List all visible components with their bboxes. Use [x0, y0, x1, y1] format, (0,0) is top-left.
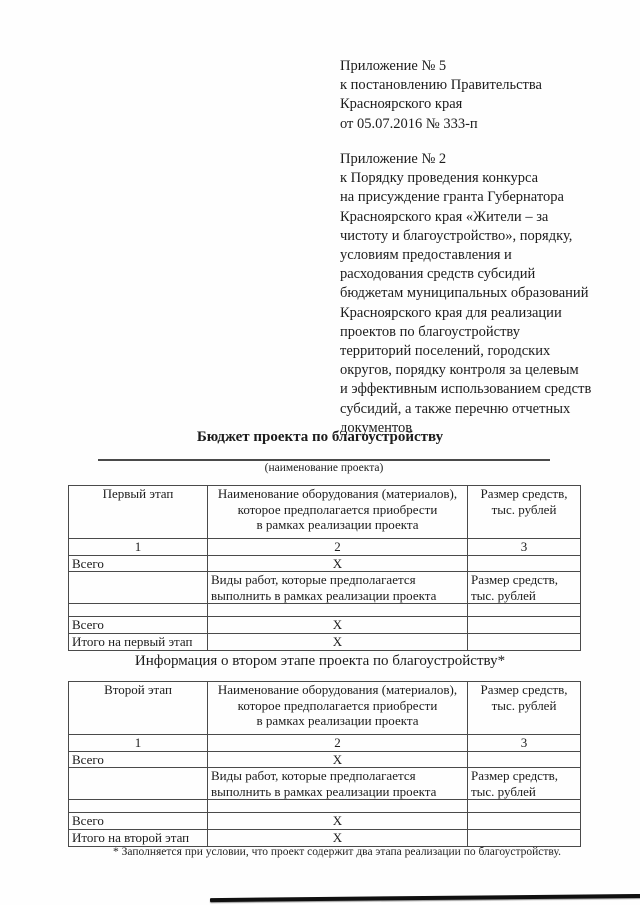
table-cell — [467, 799, 581, 814]
text-line: чистоту и благоустройство», порядку, — [340, 227, 573, 244]
table-cell: Итого на второй этап — [68, 828, 208, 847]
table-cell: Х — [207, 828, 468, 847]
table-cell: Всего — [68, 812, 208, 830]
text-line: условиям предоставления и — [340, 247, 512, 264]
table-row: Виды работ, которые предполагается выпол… — [68, 571, 581, 605]
appendix-reference-2: Приложение № 2 к Порядку проведения конку… — [340, 150, 630, 438]
table-cell: Наименование оборудования (материалов), … — [207, 681, 468, 735]
table-cell: Второй этап — [68, 681, 208, 735]
table-cell: Размер средств, тыс. рублей — [467, 485, 581, 539]
table-cell: Всего — [68, 554, 208, 573]
table-cell: 1 — [68, 538, 208, 556]
table-cell: Размер средств, тыс. рублей — [467, 767, 581, 801]
table-cell: Первый этап — [68, 485, 208, 539]
project-name-signature-line — [98, 459, 550, 461]
scan-artifact-line — [209, 893, 640, 902]
text-line: Красноярского края — [340, 96, 463, 113]
text-line: Приложение № 2 — [340, 151, 447, 167]
table-cell — [207, 799, 468, 814]
text-line: к постановлению Правительства — [340, 77, 542, 94]
table-cell — [467, 812, 581, 830]
table-cell: Х — [207, 632, 468, 651]
section-title-budget: Бюджет проекта по благоустройству — [196, 429, 444, 445]
text-line: территорий поселений, городских — [340, 343, 551, 360]
footnote: * Заполняется при условии, что проект со… — [113, 846, 561, 858]
text-line: бюджетам муниципальных образований — [340, 285, 589, 302]
table-cell — [68, 767, 208, 801]
project-name-caption: (наименование проекта) — [264, 462, 384, 474]
text-line: субсидий, а также перечню отчетных — [340, 400, 571, 417]
table-cell: Размер средств, тыс. рублей — [467, 571, 581, 605]
table-cell: Х — [207, 616, 468, 634]
table-row — [68, 799, 581, 814]
section-title-second-stage: Информация о втором этапе проекта по бла… — [134, 653, 506, 669]
text-line: от 05.07.2016 № 333-п — [340, 115, 478, 132]
text-line: к Порядку проведения конкурса — [340, 170, 539, 187]
text-line: проектов по благоустройству — [340, 323, 521, 340]
table-cell — [207, 603, 468, 618]
table-cell: Х — [207, 554, 468, 573]
text-line: на присуждение гранта Губернатора — [340, 189, 564, 206]
table-cell: 2 — [207, 538, 468, 556]
table-cell — [467, 603, 581, 618]
table-cell — [68, 603, 208, 618]
table-cell — [467, 632, 581, 651]
text-line: расходования средств субсидий — [340, 266, 536, 283]
table-row — [68, 603, 581, 618]
text-line: и эффективным использованием средств — [340, 381, 592, 398]
table-cell — [467, 616, 581, 634]
table-cell — [467, 828, 581, 847]
table-cell: Х — [207, 750, 468, 769]
text-line: Приложение № 5 — [340, 58, 447, 74]
appendix-reference-1: Приложение № 5 к постановлению Правительс… — [340, 57, 630, 134]
table-cell: Итого на первый этап — [68, 632, 208, 651]
table-cell — [467, 554, 581, 573]
table-cell: 1 — [68, 734, 208, 752]
table-cell: Виды работ, которые предполагается выпол… — [207, 767, 468, 801]
table-cell: Х — [207, 812, 468, 830]
table-row: Виды работ, которые предполагается выпол… — [68, 767, 581, 801]
table-cell — [467, 750, 581, 769]
table-cell — [68, 571, 208, 605]
table-cell: Всего — [68, 616, 208, 634]
table-cell: 2 — [207, 734, 468, 752]
text-line: документов — [340, 419, 413, 436]
text-line: Красноярского края для реализации — [340, 304, 562, 321]
table-cell: 3 — [467, 538, 581, 556]
table-cell: Всего — [68, 750, 208, 769]
table-cell: Размер средств, тыс. рублей — [467, 681, 581, 735]
table-cell: 3 — [467, 734, 581, 752]
text-line: Красноярского края «Жители – за — [340, 208, 549, 225]
table-cell: Виды работ, которые предполагается выпол… — [207, 571, 468, 605]
text-line: округов, порядку контроля за целевым — [340, 362, 579, 379]
table-cell: Наименование оборудования (материалов), … — [207, 485, 468, 539]
table-cell — [68, 799, 208, 814]
